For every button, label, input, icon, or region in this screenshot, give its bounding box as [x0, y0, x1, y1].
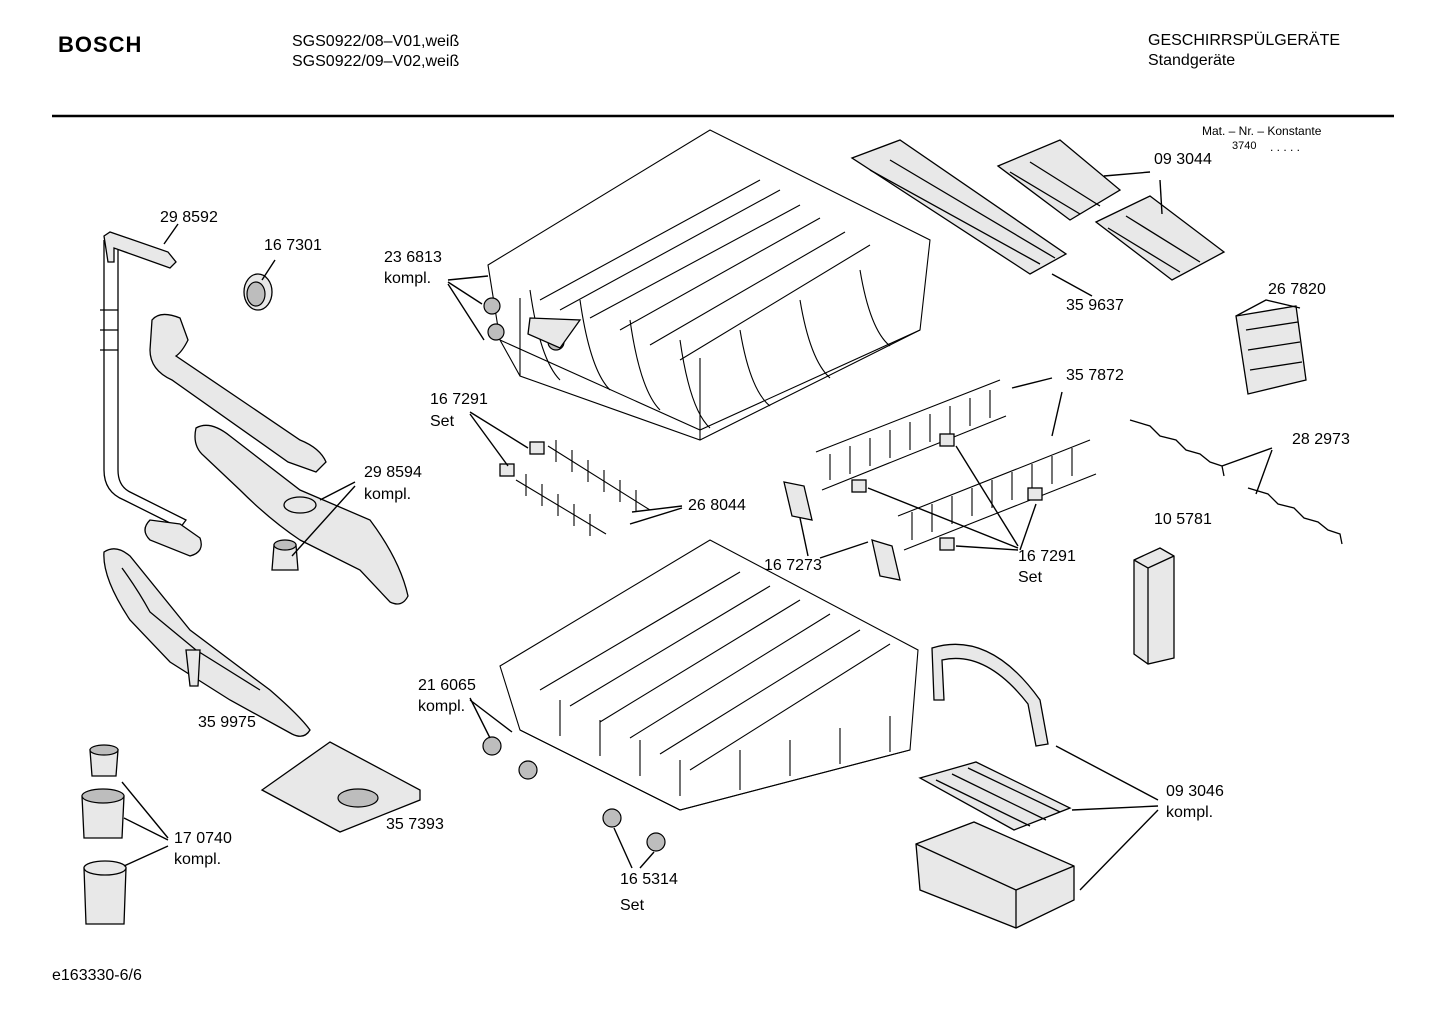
- part-note-165314: Set: [620, 897, 645, 914]
- part-label-167291-upper: 16 7291: [430, 391, 488, 408]
- part-label-093046: 09 3046: [1166, 783, 1224, 800]
- part-label-167273: 16 7273: [764, 557, 822, 574]
- document-id: e163330-6/6: [52, 967, 142, 984]
- part-label-357872: 35 7872: [1066, 367, 1124, 384]
- constant-label: Mat. – Nr. – Konstante: [1202, 124, 1322, 138]
- spray-pipe-drawing: [100, 231, 202, 557]
- folding-grid-drawing: [996, 139, 1226, 281]
- holders-drawing: [783, 481, 901, 581]
- tine-rows-right-drawing: [815, 379, 1097, 551]
- handle-drawing: [931, 643, 1049, 747]
- brand-logo: BOSCH: [58, 32, 143, 57]
- cup-racks-drawing: [1129, 419, 1343, 545]
- part-label-236813: 23 6813: [384, 249, 442, 266]
- part-label-093044: 09 3044: [1154, 151, 1212, 168]
- category-title: GESCHIRRSPÜLGERÄTE: [1148, 32, 1341, 49]
- part-label-359637: 35 9637: [1066, 297, 1124, 314]
- part-note-216065: kompl.: [418, 698, 466, 715]
- upper-spray-arm-drawing: [149, 313, 409, 605]
- clips-drawing: [499, 433, 1043, 551]
- part-note-093046: kompl.: [1166, 804, 1214, 821]
- upper-basket-drawing: [483, 129, 931, 441]
- part-note-236813: kompl.: [384, 270, 432, 287]
- part-label-282973: 28 2973: [1292, 431, 1350, 448]
- filter-drawing: [81, 744, 127, 925]
- part-label-105781: 10 5781: [1154, 511, 1212, 528]
- part-label-167301: 16 7301: [264, 237, 322, 254]
- leader-lines: [121, 171, 1273, 891]
- model-line-1: SGS0922/08–V01,weiß: [292, 33, 460, 50]
- part-label-359975: 35 9975: [198, 714, 256, 731]
- cup-shelf-drawing: [850, 139, 1068, 275]
- constant-value: 3740: [1232, 140, 1257, 152]
- cutlery-basket-drawing: [1235, 299, 1307, 395]
- part-label-170740: 17 0740: [174, 830, 232, 847]
- cutlery-tube-drawing: [1133, 547, 1175, 665]
- tine-rows-left-drawing: [515, 440, 651, 536]
- small-basket-drawing: [915, 761, 1075, 929]
- lower-spray-arm-drawing: [103, 548, 311, 737]
- model-line-2: SGS0922/09–V02,weiß: [292, 53, 460, 70]
- part-label-357393: 35 7393: [386, 816, 444, 833]
- part-note-298594: kompl.: [364, 486, 412, 503]
- part-label-165314: 16 5314: [620, 871, 678, 888]
- part-label-298592: 29 8592: [160, 209, 218, 226]
- constant-dots: . . . . .: [1270, 140, 1301, 154]
- part-label-267820: 26 7820: [1268, 281, 1326, 298]
- part-label-216065: 21 6065: [418, 677, 476, 694]
- lower-basket-drawing: [482, 539, 919, 852]
- part-note-167291-upper: Set: [430, 413, 455, 430]
- part-label-268044: 26 8044: [688, 497, 746, 514]
- subcategory-title: Standgeräte: [1148, 52, 1236, 69]
- part-label-298594: 29 8594: [364, 464, 422, 481]
- sieve-plate-drawing: [260, 741, 421, 833]
- part-label-167291-lower: 16 7291: [1018, 548, 1076, 565]
- nozzle-drawing: [243, 273, 273, 311]
- part-note-167291-lower: Set: [1018, 569, 1043, 586]
- part-note-170740: kompl.: [174, 851, 222, 868]
